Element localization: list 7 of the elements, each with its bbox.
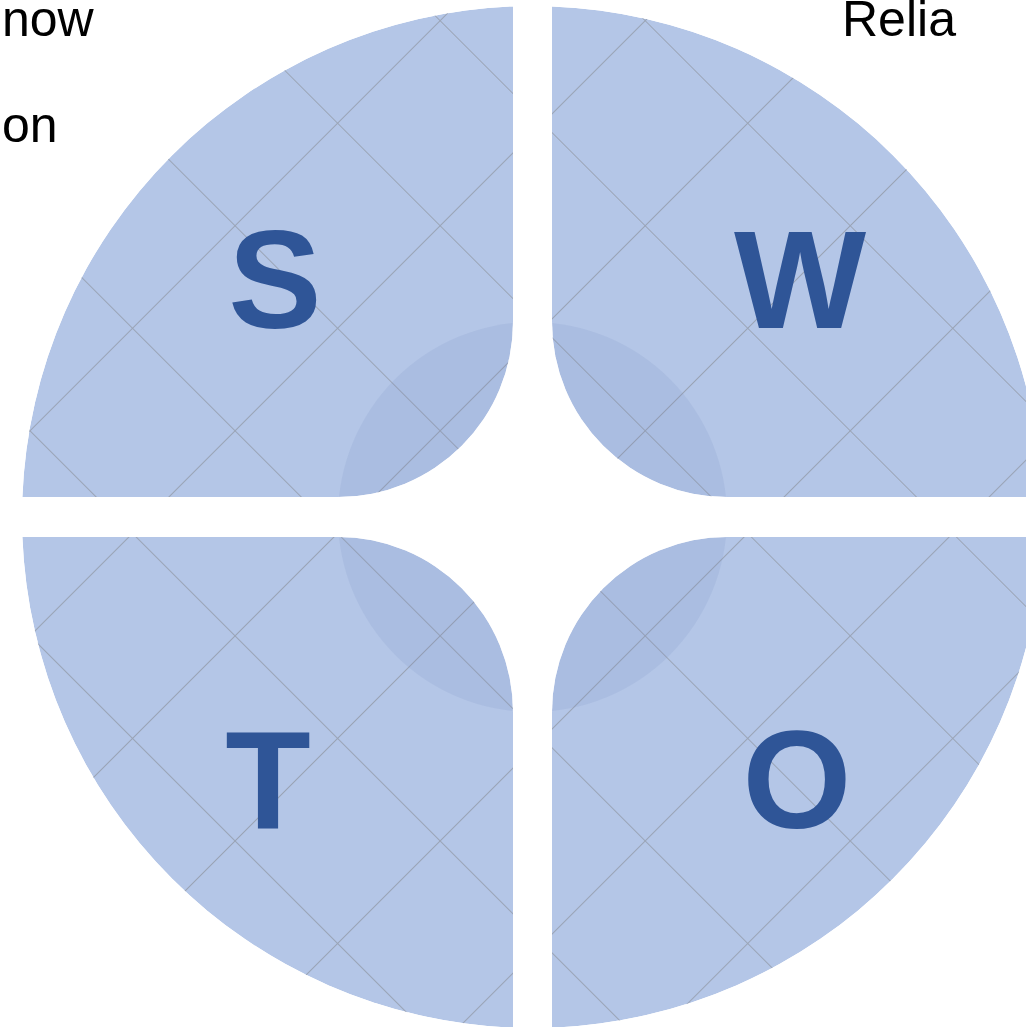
quadrant-letter: S (228, 210, 322, 350)
text-fragment: now (2, 0, 94, 44)
quadrant-letter: T (225, 710, 311, 850)
text-fragment: on (2, 100, 58, 150)
text-fragment: Relia (842, 0, 956, 44)
quadrant-letter: W (733, 210, 867, 350)
quadrant-letter: O (742, 710, 852, 850)
